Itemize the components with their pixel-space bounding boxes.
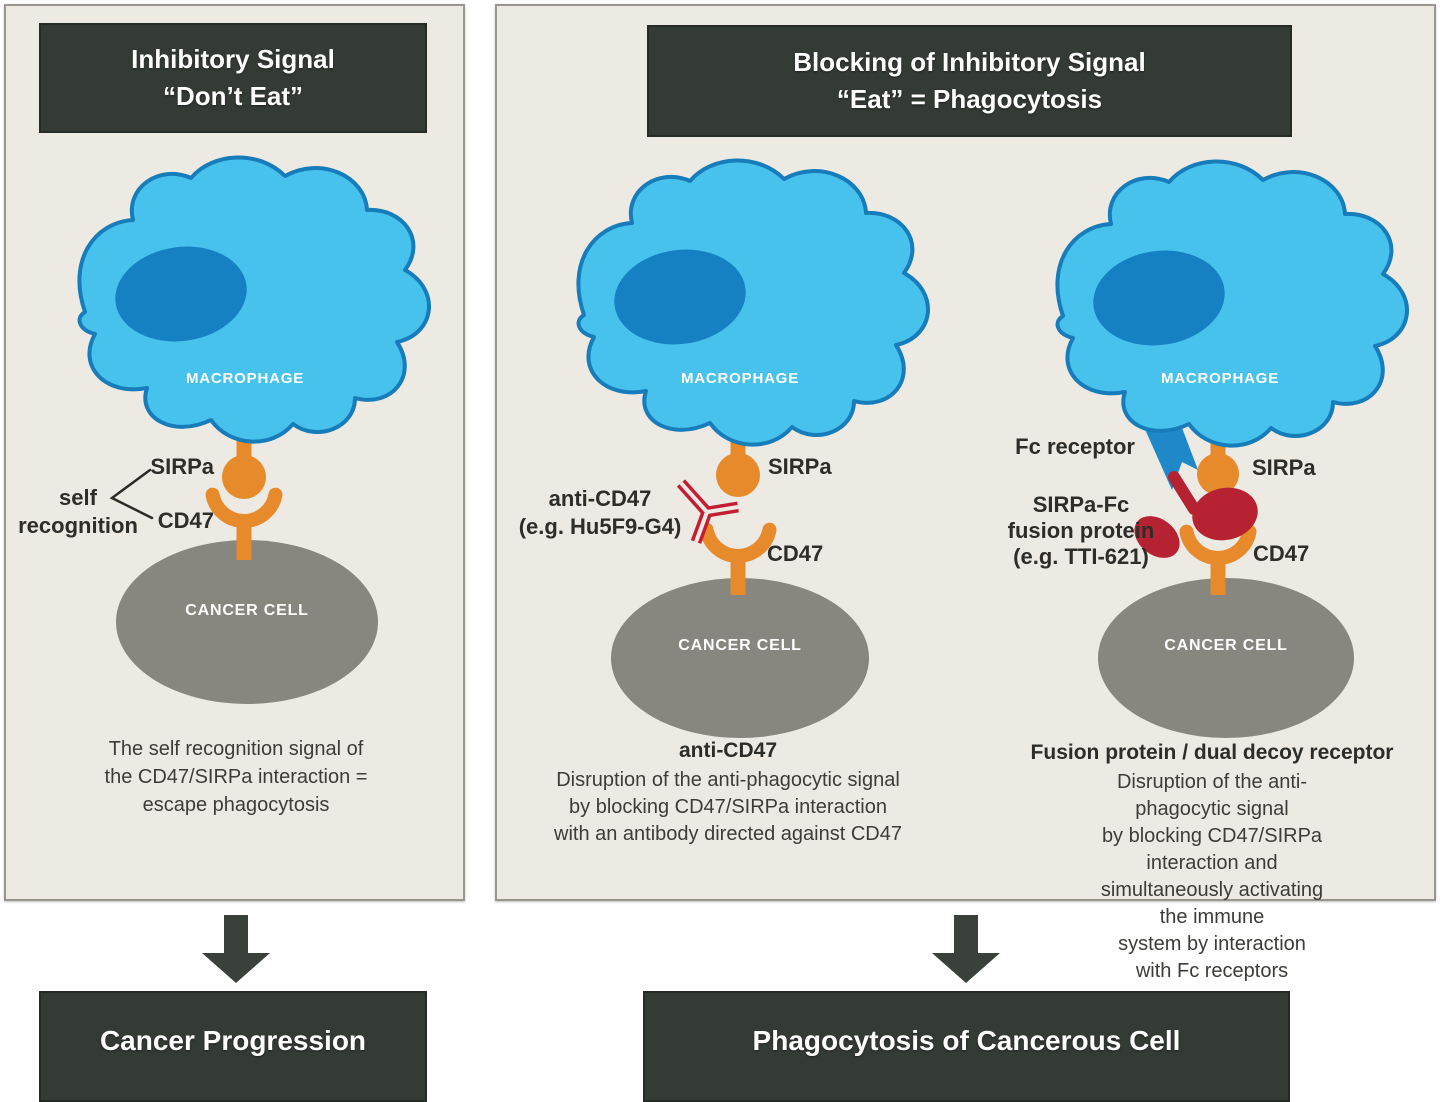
cd47-label: CD47: [1253, 541, 1310, 566]
receptor-stem: [730, 551, 746, 595]
cancer-cell-shape: [611, 578, 869, 738]
macrophage-label: MACROPHAGE: [185, 370, 305, 387]
header-inhibitory-signal: Inhibitory Signal “Don’t Eat”: [39, 23, 427, 133]
antibody-label: anti-CD47 (e.g. Hu5F9-G4): [518, 486, 682, 539]
panel-inhibitory-signal: [4, 4, 465, 901]
antibody-icon: [676, 479, 739, 544]
sirpa-ball: [1197, 453, 1239, 495]
cancer-cell-label: CANCER CELL: [1164, 637, 1288, 654]
macrophage-shape: [1055, 159, 1409, 448]
sirpa-label: SIRPa: [768, 454, 832, 479]
caption-inhibitory: The self recognition signal of the CD47/…: [104, 738, 368, 816]
cancer-cell-shape: [1098, 578, 1354, 738]
macrophage-shape: [77, 155, 431, 444]
caption-title-antibody: anti-CD47: [678, 739, 778, 762]
outcome-cancer-progression: Cancer Progression: [39, 991, 427, 1102]
caption-fusion: Disruption of the anti-phagocytic signal…: [1100, 771, 1324, 982]
sirpa-label: SIRPa: [150, 454, 214, 479]
down-arrow: [202, 915, 270, 983]
macrophage-label: MACROPHAGE: [680, 370, 800, 387]
cancer-cell-shape: [116, 540, 378, 704]
sirpa-ball: [716, 453, 760, 497]
sirpa-label: SIRPa: [1252, 455, 1316, 480]
fusion-protein-label: SIRPa-Fc fusion protein (e.g. TTI-621): [1007, 492, 1155, 569]
caption-antibody: Disruption of the anti-phagocytic signal…: [554, 769, 902, 845]
cancer-cell-label: CANCER CELL: [678, 637, 802, 654]
fusion-protein-shape: [1134, 471, 1258, 558]
fc-receptor-label: Fc receptor: [1015, 434, 1135, 459]
self-recognition-label: self recognition: [18, 485, 138, 538]
cancer-cell-label: CANCER CELL: [185, 602, 309, 619]
down-arrow: [932, 915, 1000, 983]
macrophage-label: MACROPHAGE: [1160, 370, 1280, 387]
cd47-label: CD47: [157, 508, 214, 533]
panel-blocking-signal: [495, 4, 1436, 901]
macrophage-shape: [576, 158, 930, 447]
outcome-phagocytosis: Phagocytosis of Cancerous Cell: [643, 991, 1290, 1102]
caption-title-fusion: Fusion protein / dual decoy receptor: [1030, 741, 1394, 764]
receptor-stem: [1210, 553, 1226, 595]
sirpa-ball: [222, 455, 266, 499]
header-blocking-signal: Blocking of Inhibitory Signal “Eat” = Ph…: [647, 25, 1292, 137]
self-recognition-bracket: [109, 468, 154, 520]
cd47-label: CD47: [767, 541, 824, 566]
receptor-stem: [236, 516, 252, 560]
